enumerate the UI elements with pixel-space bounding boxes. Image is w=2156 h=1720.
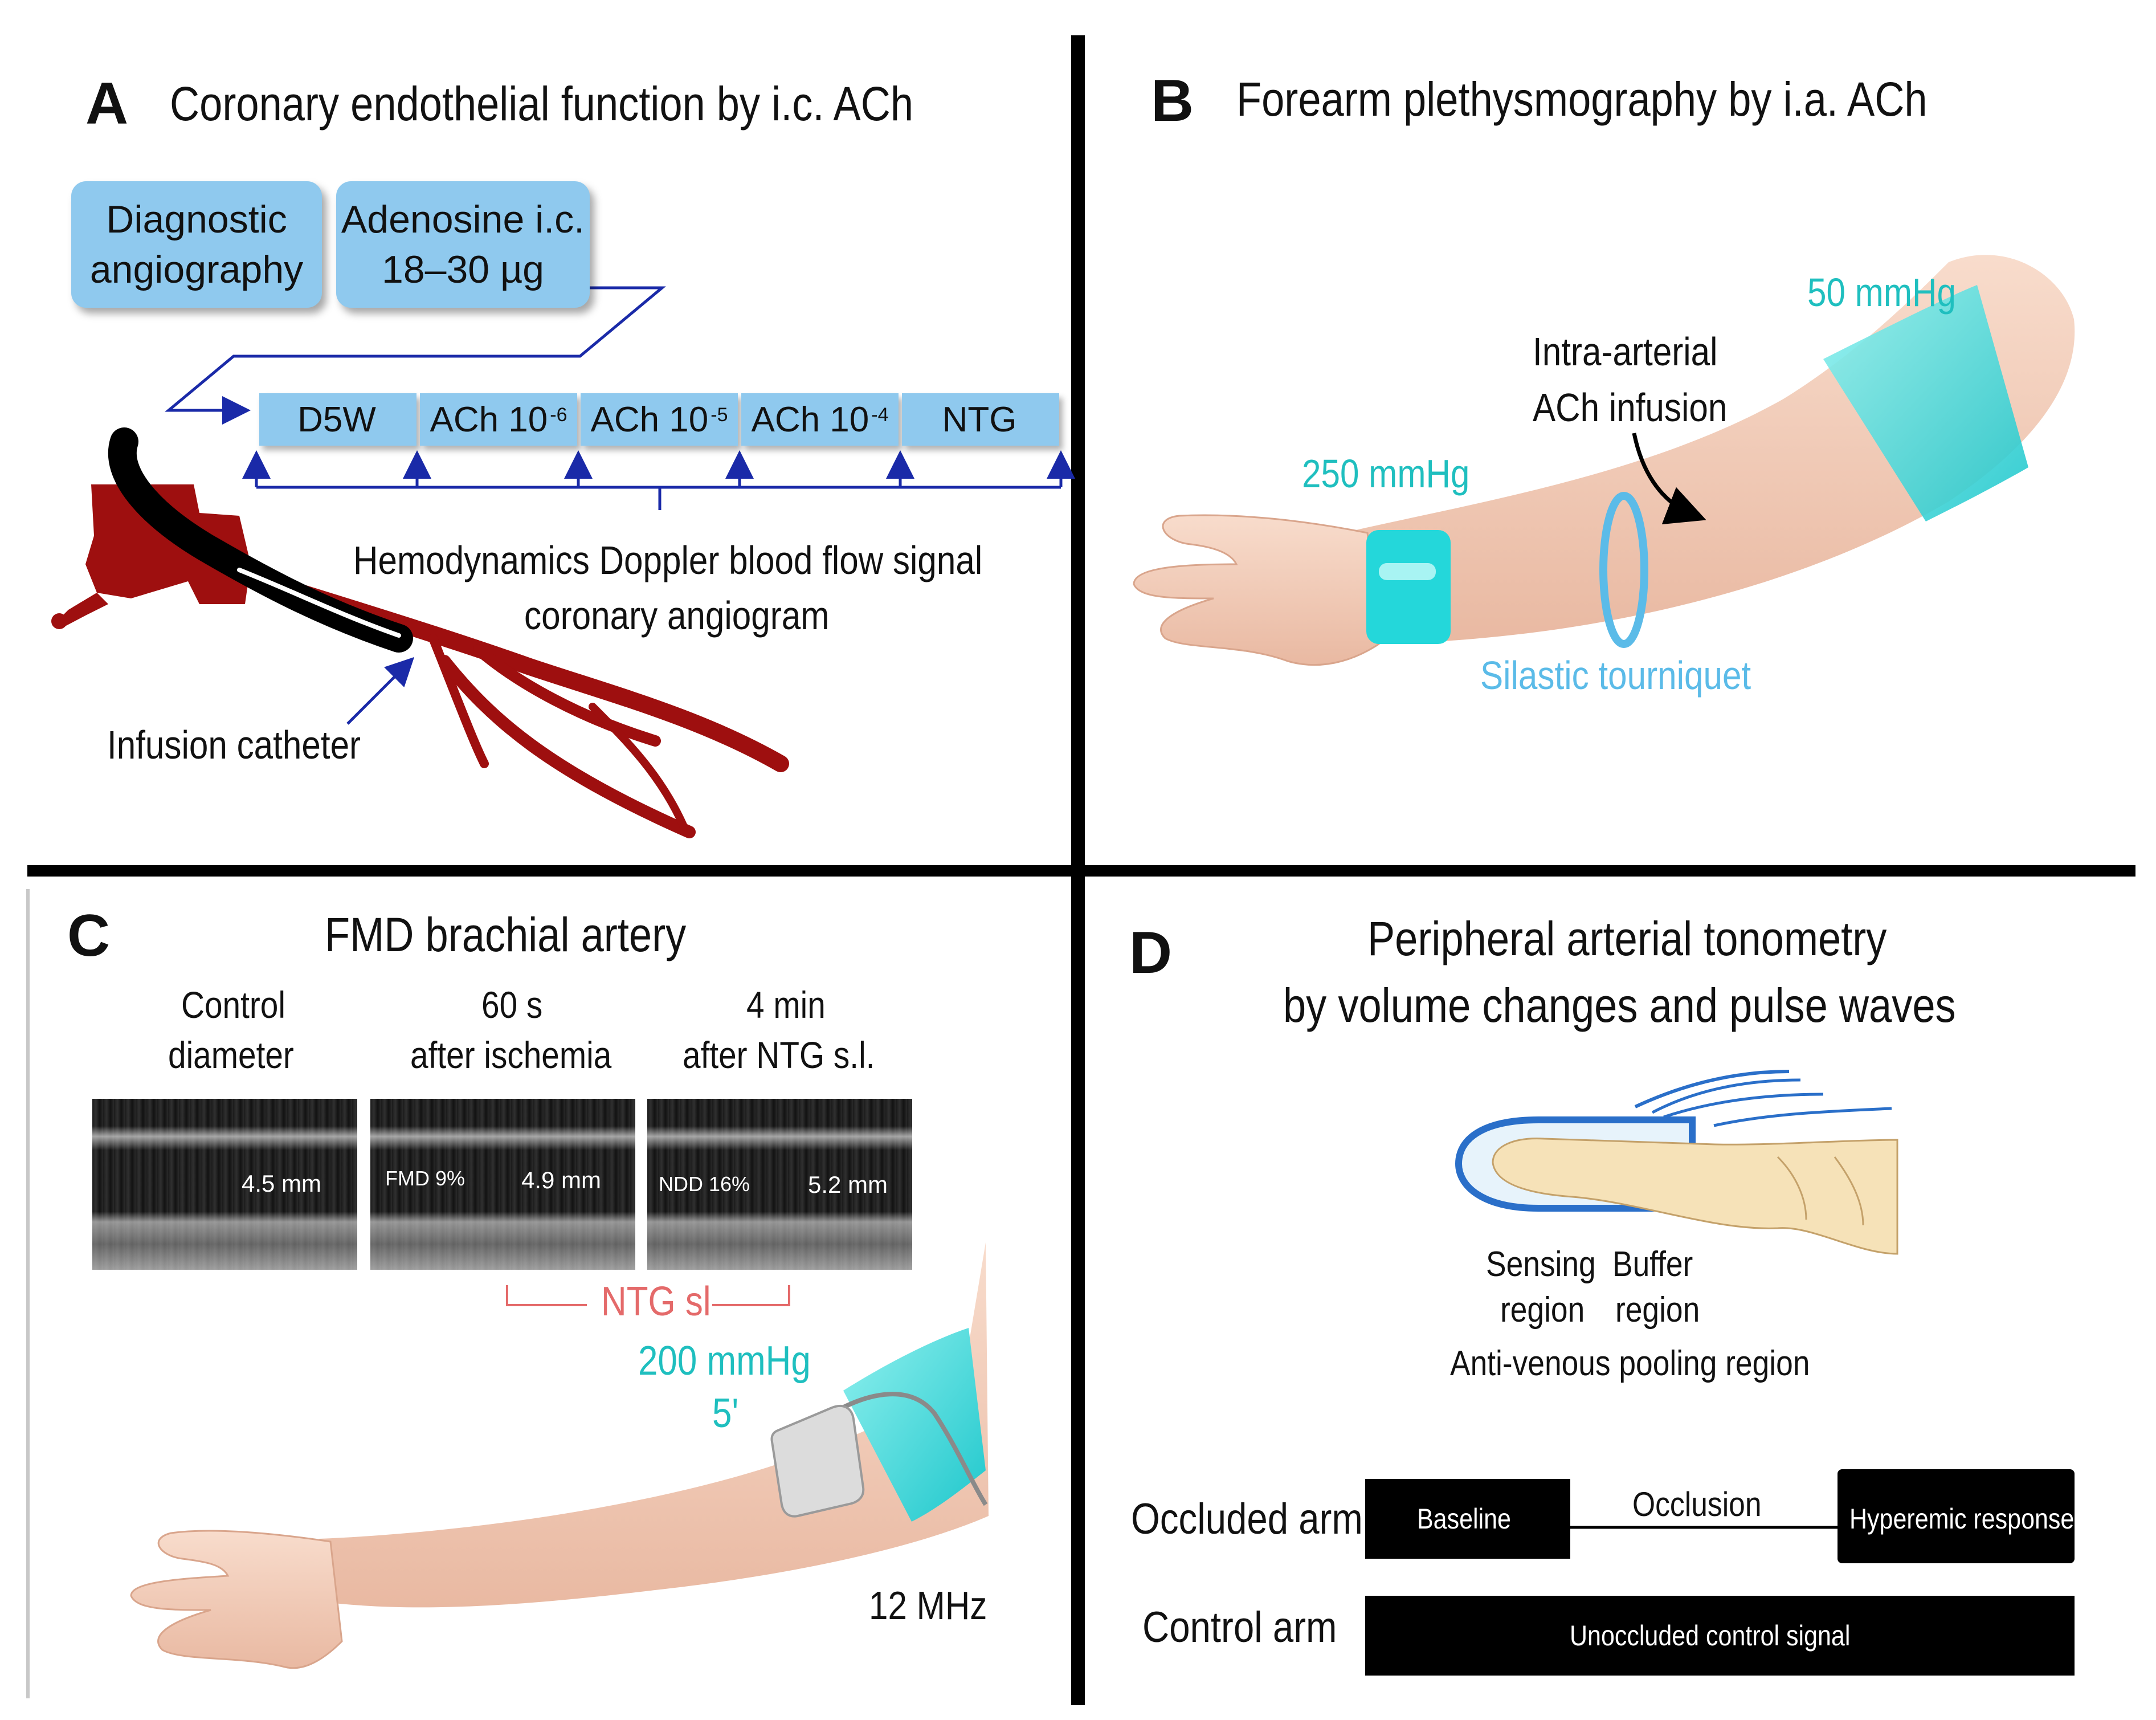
upper-cuff-pressure: 50 mmHg — [1807, 270, 1956, 315]
upper-arm-cuff — [1823, 285, 2028, 521]
panel-a-letter: A — [85, 71, 129, 137]
hyperemic-response-label: Hyperemic response — [1849, 1503, 2075, 1535]
panel-b-letter: B — [1151, 68, 1194, 134]
panel-d-letter: D — [1129, 920, 1173, 986]
measurement-bracket — [242, 450, 1075, 510]
col2-label-line1: 60 s — [481, 984, 543, 1026]
fmd-arm-illustration — [130, 1242, 989, 1669]
col1-label-line2: diameter — [168, 1034, 294, 1076]
wrist-cuff-highlight — [1379, 563, 1436, 580]
buffer-region-line1: Buffer — [1612, 1245, 1693, 1284]
ultrasound-image-ischemia: FMD 9% 4.9 mm — [370, 1099, 635, 1270]
sensing-region-line1: Sensing — [1486, 1245, 1596, 1284]
wrist-cuff — [1366, 530, 1451, 644]
panel-c-letter: C — [67, 903, 111, 969]
img3-diameter: 5.2 mm — [808, 1171, 888, 1198]
infusion-catheter-label: Infusion catheter — [107, 723, 361, 767]
occluded-arm-label: Occluded arm — [1131, 1495, 1363, 1543]
box1-line2: angiography — [89, 248, 304, 291]
box2-line2: 18–30 µg — [382, 248, 544, 291]
protocol-connector — [165, 286, 666, 425]
fmd-cuff — [843, 1328, 986, 1522]
wrist-cuff-pressure: 250 mmHg — [1302, 451, 1470, 496]
panel-c-left-border — [26, 889, 30, 1698]
catheter-pointer-arrow — [346, 657, 415, 725]
ntg-bracket-right — [712, 1285, 790, 1306]
ultrasound-probe — [770, 1404, 865, 1518]
measurement-label-line2: coronary angiogram — [524, 593, 830, 638]
ntg-bracket-left — [506, 1285, 587, 1306]
control-arm-label: Control arm — [1142, 1603, 1337, 1652]
panel-b-title: Forearm plethysmography by i.a. ACh — [1236, 72, 1928, 126]
panel-c-title: FMD brachial artery — [325, 908, 687, 961]
infusion-label-line1: Intra-arterial — [1533, 329, 1718, 374]
col2-label-line2: after ischemia — [410, 1034, 612, 1076]
catheter-illustration — [108, 427, 413, 653]
segment-d5w: D5W — [259, 393, 416, 446]
panel-a-title: Coronary endothelial function by i.c. AC… — [170, 77, 914, 131]
baseline-signal — [1365, 1479, 1570, 1559]
ultrasound-image-control: 4.5 mm — [92, 1099, 357, 1270]
hyperemic-signal — [1838, 1469, 2075, 1563]
infusion-arrow — [1632, 433, 1706, 525]
probe-cable — [831, 1392, 988, 1506]
img1-diameter: 4.5 mm — [242, 1170, 322, 1197]
anti-venous-pooling-label: Anti-venous pooling region — [1450, 1344, 1810, 1383]
box1-line1: Diagnostic — [106, 197, 287, 241]
segment-ach-1e-6: ACh 10-6 — [420, 393, 577, 446]
img3-ndd-tag: NDD 16% — [659, 1172, 750, 1196]
panel-d-title-line1: Peripheral arterial tonometry — [1367, 912, 1887, 965]
infusion-label-line2: ACh infusion — [1533, 385, 1728, 430]
coronary-artery-illustration — [51, 484, 789, 838]
box2-line1: Adenosine i.c. — [341, 197, 585, 241]
segment-ntg: NTG — [902, 393, 1059, 446]
col1-label-line1: Control — [181, 984, 285, 1026]
buffer-region-line2: region — [1615, 1290, 1700, 1330]
img2-fmd-tag: FMD 9% — [385, 1167, 466, 1190]
control-signal — [1365, 1596, 2075, 1676]
finger-probe-illustration — [1455, 1070, 1898, 1255]
unoccluded-signal-label: Unoccluded control signal — [1570, 1620, 1851, 1652]
silastic-tourniquet-ring — [1599, 492, 1648, 648]
segment-ach-1e-4: ACh 10-4 — [741, 393, 899, 446]
segment-ach-1e-5: ACh 10-5 — [581, 393, 738, 446]
col3-label-line1: 4 min — [746, 984, 826, 1026]
img2-diameter: 4.9 mm — [521, 1167, 602, 1193]
diagnostic-angiography-box: Diagnostic angiography — [71, 181, 322, 308]
sensing-region-line2: region — [1500, 1290, 1585, 1330]
probe-frequency: 12 MHz — [869, 1583, 987, 1628]
fmd-cuff-pressure: 200 mmHg — [638, 1338, 811, 1384]
col3-label-line2: after NTG s.l. — [683, 1034, 875, 1076]
ntg-sl-label: NTG sl — [601, 1279, 711, 1324]
silastic-tourniquet-label: Silastic tourniquet — [1480, 653, 1751, 698]
divider-horizontal — [27, 865, 2135, 877]
fmd-cuff-time: 5' — [712, 1391, 739, 1436]
panel-d-title-line2: by volume changes and pulse waves — [1283, 979, 1956, 1032]
adenosine-box: Adenosine i.c. 18–30 µg — [336, 181, 590, 308]
baseline-label: Baseline — [1417, 1503, 1511, 1535]
ultrasound-image-ntg: NDD 16% 5.2 mm — [647, 1099, 912, 1270]
occlusion-label: Occlusion — [1632, 1485, 1762, 1523]
measurement-label-line1: Hemodynamics Doppler blood flow signal — [353, 538, 983, 582]
